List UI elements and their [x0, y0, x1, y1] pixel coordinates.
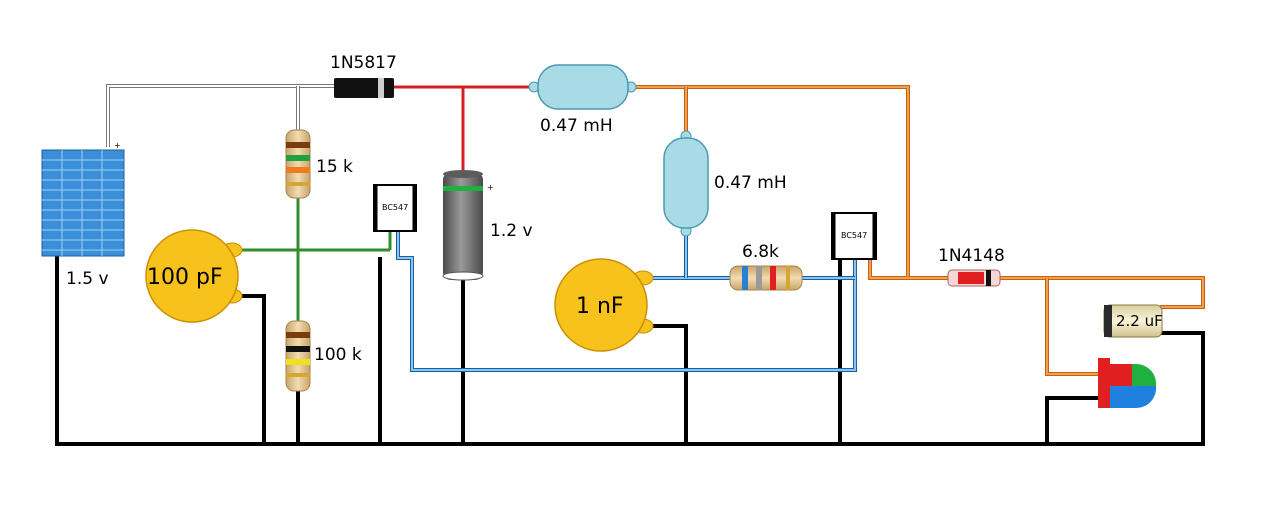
schottky-diode-label: 1N5817 — [330, 53, 397, 73]
electrolytic-cap-2-2uf: 2.2 uF — [1103, 304, 1163, 338]
transistor-bc547-right: BC547 — [831, 212, 877, 260]
ceramic-cap-1nf: 1 nF — [554, 258, 654, 352]
red-wires — [394, 85, 532, 174]
transistor-1-label: BC547 — [382, 203, 408, 212]
signal-diode-label: 1N4148 — [938, 246, 1005, 266]
solar-cell: + 1.5 v — [41, 141, 125, 289]
battery-1-2v: + 1.2 v — [442, 170, 533, 281]
ceramic-cap-1nf-label: 1 nF — [576, 294, 624, 319]
resistor-15k: 15 k — [285, 129, 353, 199]
resistor-100k: 100 k — [285, 320, 362, 392]
solar-plus-sign: + — [114, 141, 121, 150]
solar-grid — [42, 150, 124, 256]
ceramic-cap-100pf-label: 100 pF — [147, 265, 223, 290]
inductor-2-label: 0.47 mH — [714, 173, 787, 193]
battery-plus-sign: + — [487, 183, 494, 192]
green-wires — [240, 197, 392, 322]
transistor-2-label: BC547 — [841, 231, 867, 240]
inductor-1-label: 0.47 mH — [540, 116, 613, 136]
ground-wires — [55, 256, 1205, 446]
inductor-horizontal: 0.47 mH — [528, 64, 637, 136]
resistor-6-8k-label: 6.8k — [742, 242, 779, 262]
resistor-6-8k: 6.8k — [729, 242, 803, 291]
battery-label: 1.2 v — [490, 221, 533, 241]
cap-2-2uf-label: 2.2 uF — [1116, 312, 1163, 330]
orange-wires — [632, 85, 1205, 376]
resistor-15k-label: 15 k — [316, 157, 353, 177]
ceramic-cap-100pf: 100 pF — [145, 229, 243, 323]
signal-diode: 1N4148 — [938, 246, 1005, 287]
solar-panel — [41, 149, 125, 257]
rgb-led — [1098, 358, 1157, 409]
transistor-bc547-left: BC547 — [373, 184, 417, 232]
inductor-vertical: 0.47 mH — [663, 130, 787, 237]
solar-wires — [106, 84, 334, 147]
resistor-100k-label: 100 k — [314, 345, 362, 365]
schottky-diode: 1N5817 — [330, 53, 397, 98]
solar-cell-label: 1.5 v — [66, 269, 109, 289]
blue-wires — [396, 230, 857, 372]
